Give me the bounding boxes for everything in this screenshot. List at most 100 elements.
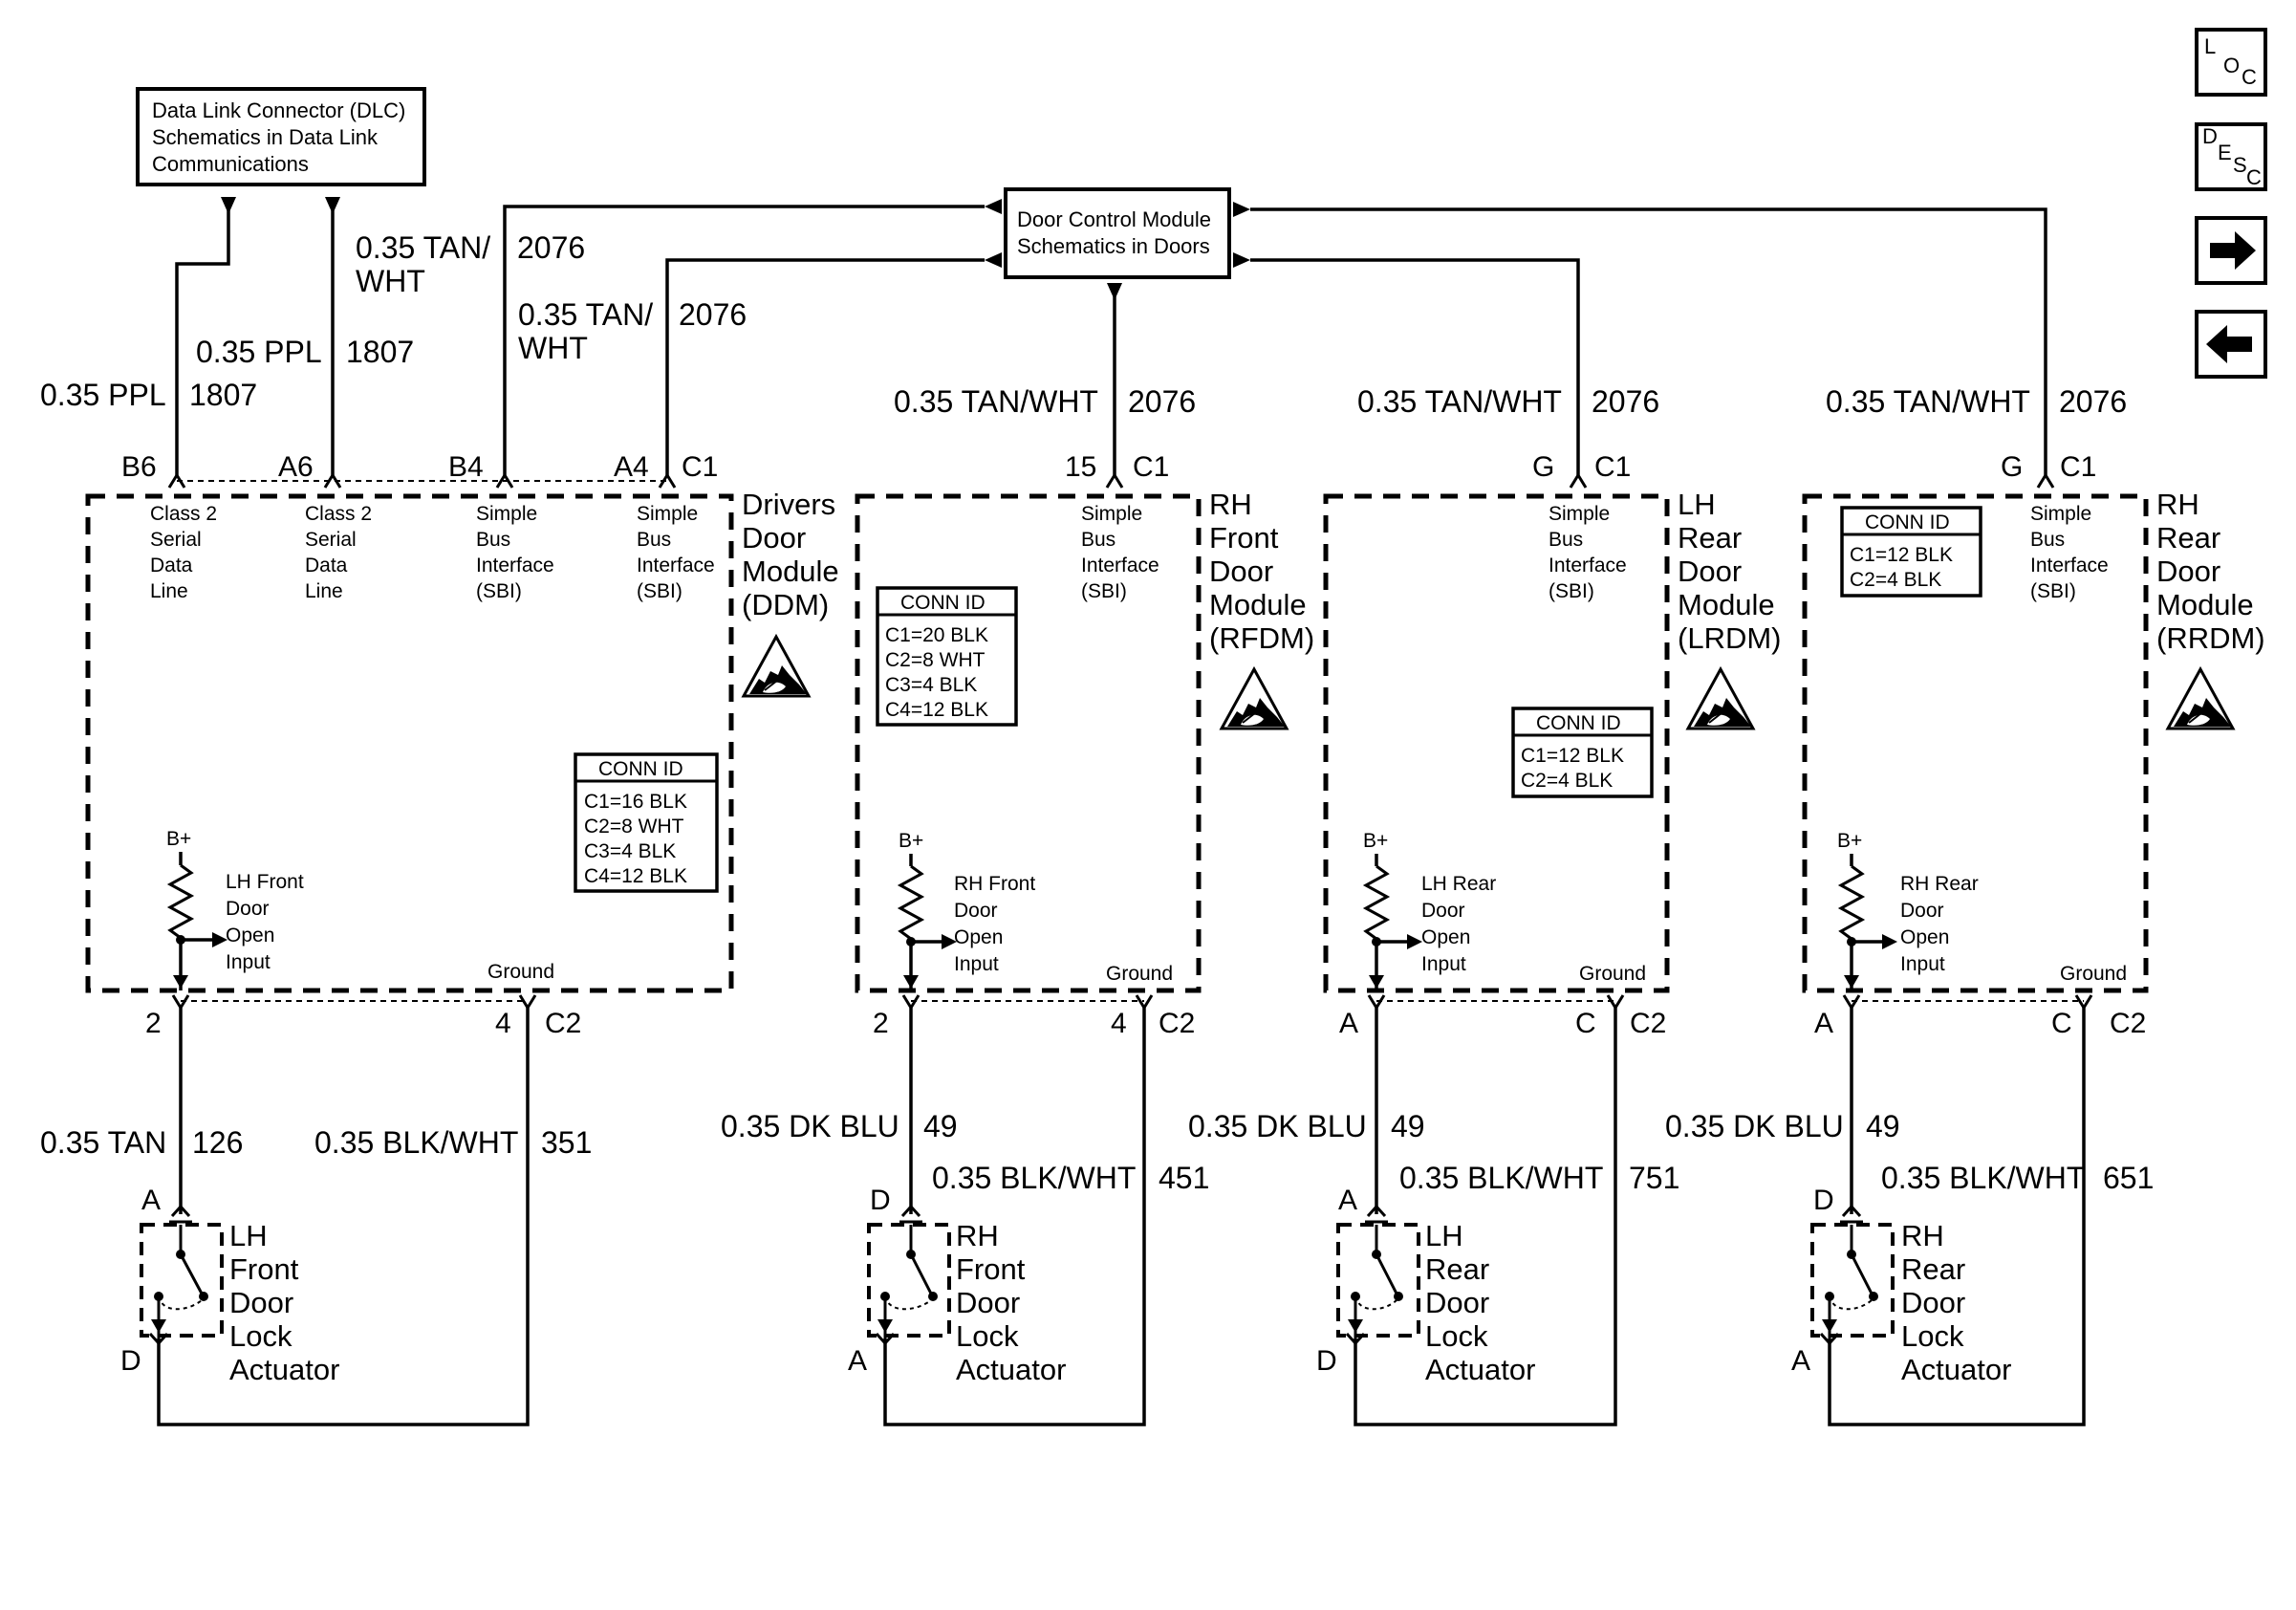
svg-text:C2: C2 — [1159, 1008, 1195, 1039]
door-control-module-reference-box[interactable]: Door Control Module Schematics in Doors — [1004, 187, 1231, 279]
svg-text:Bus: Bus — [2030, 529, 2065, 551]
module-name: Front — [1209, 521, 1279, 555]
module-name: Module — [742, 555, 839, 588]
conn-id-box: CONN ID C1=20 BLK C2=8 WHT C3=4 BLK C4=1… — [876, 586, 1018, 727]
wire-gauge-label: 0.35 TAN/ — [518, 297, 653, 332]
svg-text:D: D — [120, 1345, 141, 1377]
wire-circuit-label: 49 — [1866, 1109, 1900, 1143]
svg-text:C1=16 BLK: C1=16 BLK — [584, 791, 687, 813]
previous-page-button[interactable] — [2195, 310, 2267, 379]
svg-text:Door: Door — [1900, 900, 1944, 922]
dcm-ref-line: Door Control Module — [1017, 207, 1211, 231]
svg-text:C: C — [2051, 1008, 2072, 1039]
wire-gauge-label: 0.35 BLK/WHT — [1399, 1161, 1603, 1195]
door-open-input-circuit: B+ RH Rear Door Open Input — [1837, 830, 1979, 990]
wire-gauge-label: 0.35 TAN/WHT — [894, 384, 1098, 419]
wire-gauge-label: 0.35 TAN — [40, 1125, 166, 1160]
pin-label: A4 — [614, 451, 649, 483]
dlc-reference-box[interactable]: Data Link Connector (DLC) Schematics in … — [136, 87, 426, 186]
svg-text:LH: LH — [1425, 1219, 1463, 1252]
esd-warning-icon — [1220, 667, 1289, 730]
pin-label: G — [2001, 451, 2023, 483]
svg-text:Door: Door — [956, 1286, 1020, 1319]
arrow-left-icon — [2206, 325, 2252, 363]
wire-gauge-label: 0.35 TAN/WHT — [1357, 384, 1562, 419]
svg-text:(SBI): (SBI) — [2030, 580, 2076, 602]
wire-gauge-label: 0.35 BLK/WHT — [314, 1125, 518, 1160]
wire-circuit-label: 2076 — [679, 297, 747, 332]
rh-front-door-lock-actuator: D A RH Front Door Lock Actuator — [848, 1185, 1066, 1386]
dlc-ref-line: Communications — [152, 152, 309, 176]
svg-text:C2=8 WHT: C2=8 WHT — [584, 816, 684, 838]
svg-text:Serial: Serial — [305, 529, 357, 551]
ground-label: Ground — [1106, 963, 1173, 985]
svg-text:Front: Front — [956, 1252, 1026, 1286]
svg-text:Open: Open — [226, 925, 274, 946]
module-name: Door — [742, 521, 806, 555]
rh-front-door-module: 15 C1 Simple Bus Interface (SBI) RH Fron… — [855, 451, 1314, 993]
svg-text:Door: Door — [1901, 1286, 1965, 1319]
lh-rear-door-module: G C1 Simple Bus Interface (SBI) LH Rear … — [1323, 451, 1782, 993]
svg-text:(SBI): (SBI) — [637, 580, 682, 602]
svg-text:CONN ID: CONN ID — [1865, 511, 1950, 533]
connector-label: C1 — [1133, 451, 1169, 483]
wire-circuit-label: 651 — [2103, 1161, 2154, 1195]
svg-text:2: 2 — [145, 1008, 162, 1039]
wire-circuit-label: 1807 — [189, 378, 257, 412]
svg-text:A: A — [848, 1345, 867, 1377]
svg-text:C3=4 BLK: C3=4 BLK — [885, 674, 977, 696]
location-button[interactable]: L O C — [2195, 28, 2267, 97]
svg-text:Open: Open — [1421, 926, 1470, 948]
svg-text:E: E — [2218, 141, 2232, 164]
wire-gauge-label: 0.35 BLK/WHT — [932, 1161, 1136, 1195]
svg-text:Simple: Simple — [2030, 503, 2091, 525]
module-name: (DDM) — [742, 588, 829, 621]
wire-gauge-label: 0.35 TAN/WHT — [1826, 384, 2030, 419]
module-name: Door — [1209, 555, 1273, 588]
wire-gauge-label: 0.35 BLK/WHT — [1881, 1161, 2085, 1195]
conn-id-box: CONN ID C1=12 BLK C2=4 BLK — [1511, 707, 1654, 798]
svg-text:(SBI): (SBI) — [1549, 580, 1594, 602]
svg-text:A: A — [1339, 1008, 1358, 1039]
conn-id-box: CONN ID C1=12 BLK C2=4 BLK — [1840, 506, 1982, 598]
svg-text:Bus: Bus — [476, 529, 510, 551]
svg-text:B+: B+ — [1837, 830, 1862, 852]
lower-wiring — [157, 994, 2093, 1426]
dlc-ref-line: Data Link Connector (DLC) — [152, 98, 405, 122]
ground-label: Ground — [2060, 963, 2127, 985]
svg-text:Interface: Interface — [637, 555, 715, 577]
svg-text:4: 4 — [495, 1008, 511, 1039]
svg-text:C: C — [2246, 165, 2262, 189]
door-open-input-circuit: B+ LH Front Door Open Input — [166, 828, 304, 990]
next-page-button[interactable] — [2195, 216, 2267, 285]
rh-rear-door-module: G C1 Simple Bus Interface (SBI) RH Rear … — [1802, 451, 2265, 993]
svg-text:Lock: Lock — [1425, 1319, 1488, 1353]
svg-text:Input: Input — [226, 951, 271, 973]
svg-text:CONN ID: CONN ID — [900, 592, 986, 614]
svg-text:A: A — [1338, 1185, 1357, 1216]
svg-text:Bus: Bus — [637, 529, 671, 551]
svg-text:RH Front: RH Front — [954, 873, 1035, 895]
svg-text:Lock: Lock — [229, 1319, 292, 1353]
svg-text:Open: Open — [954, 926, 1003, 948]
svg-text:C1=12 BLK: C1=12 BLK — [1850, 544, 1953, 566]
svg-text:LH Front: LH Front — [226, 871, 304, 893]
module-name: Rear — [2156, 521, 2220, 555]
svg-text:O: O — [2223, 54, 2240, 77]
wire-circuit-label: 751 — [1629, 1161, 1679, 1195]
svg-text:2: 2 — [873, 1008, 889, 1039]
lh-rear-door-lock-actuator: A D LH Rear Door Lock Actuator — [1316, 1185, 1535, 1386]
svg-text:Input: Input — [954, 953, 999, 975]
svg-text:Data: Data — [150, 555, 193, 577]
svg-text:B+: B+ — [899, 830, 923, 852]
description-button[interactable]: D E S C — [2195, 122, 2267, 191]
arrow-right-icon — [2210, 231, 2256, 270]
wire-gauge-label: 0.35 PPL — [40, 378, 166, 412]
svg-text:Actuator: Actuator — [956, 1353, 1066, 1386]
svg-text:D: D — [1316, 1345, 1337, 1377]
svg-text:Simple: Simple — [476, 503, 537, 525]
esd-warning-icon — [742, 635, 811, 698]
svg-text:Bus: Bus — [1549, 529, 1583, 551]
svg-text:Class 2: Class 2 — [150, 503, 217, 525]
module-name: (RFDM) — [1209, 621, 1314, 655]
